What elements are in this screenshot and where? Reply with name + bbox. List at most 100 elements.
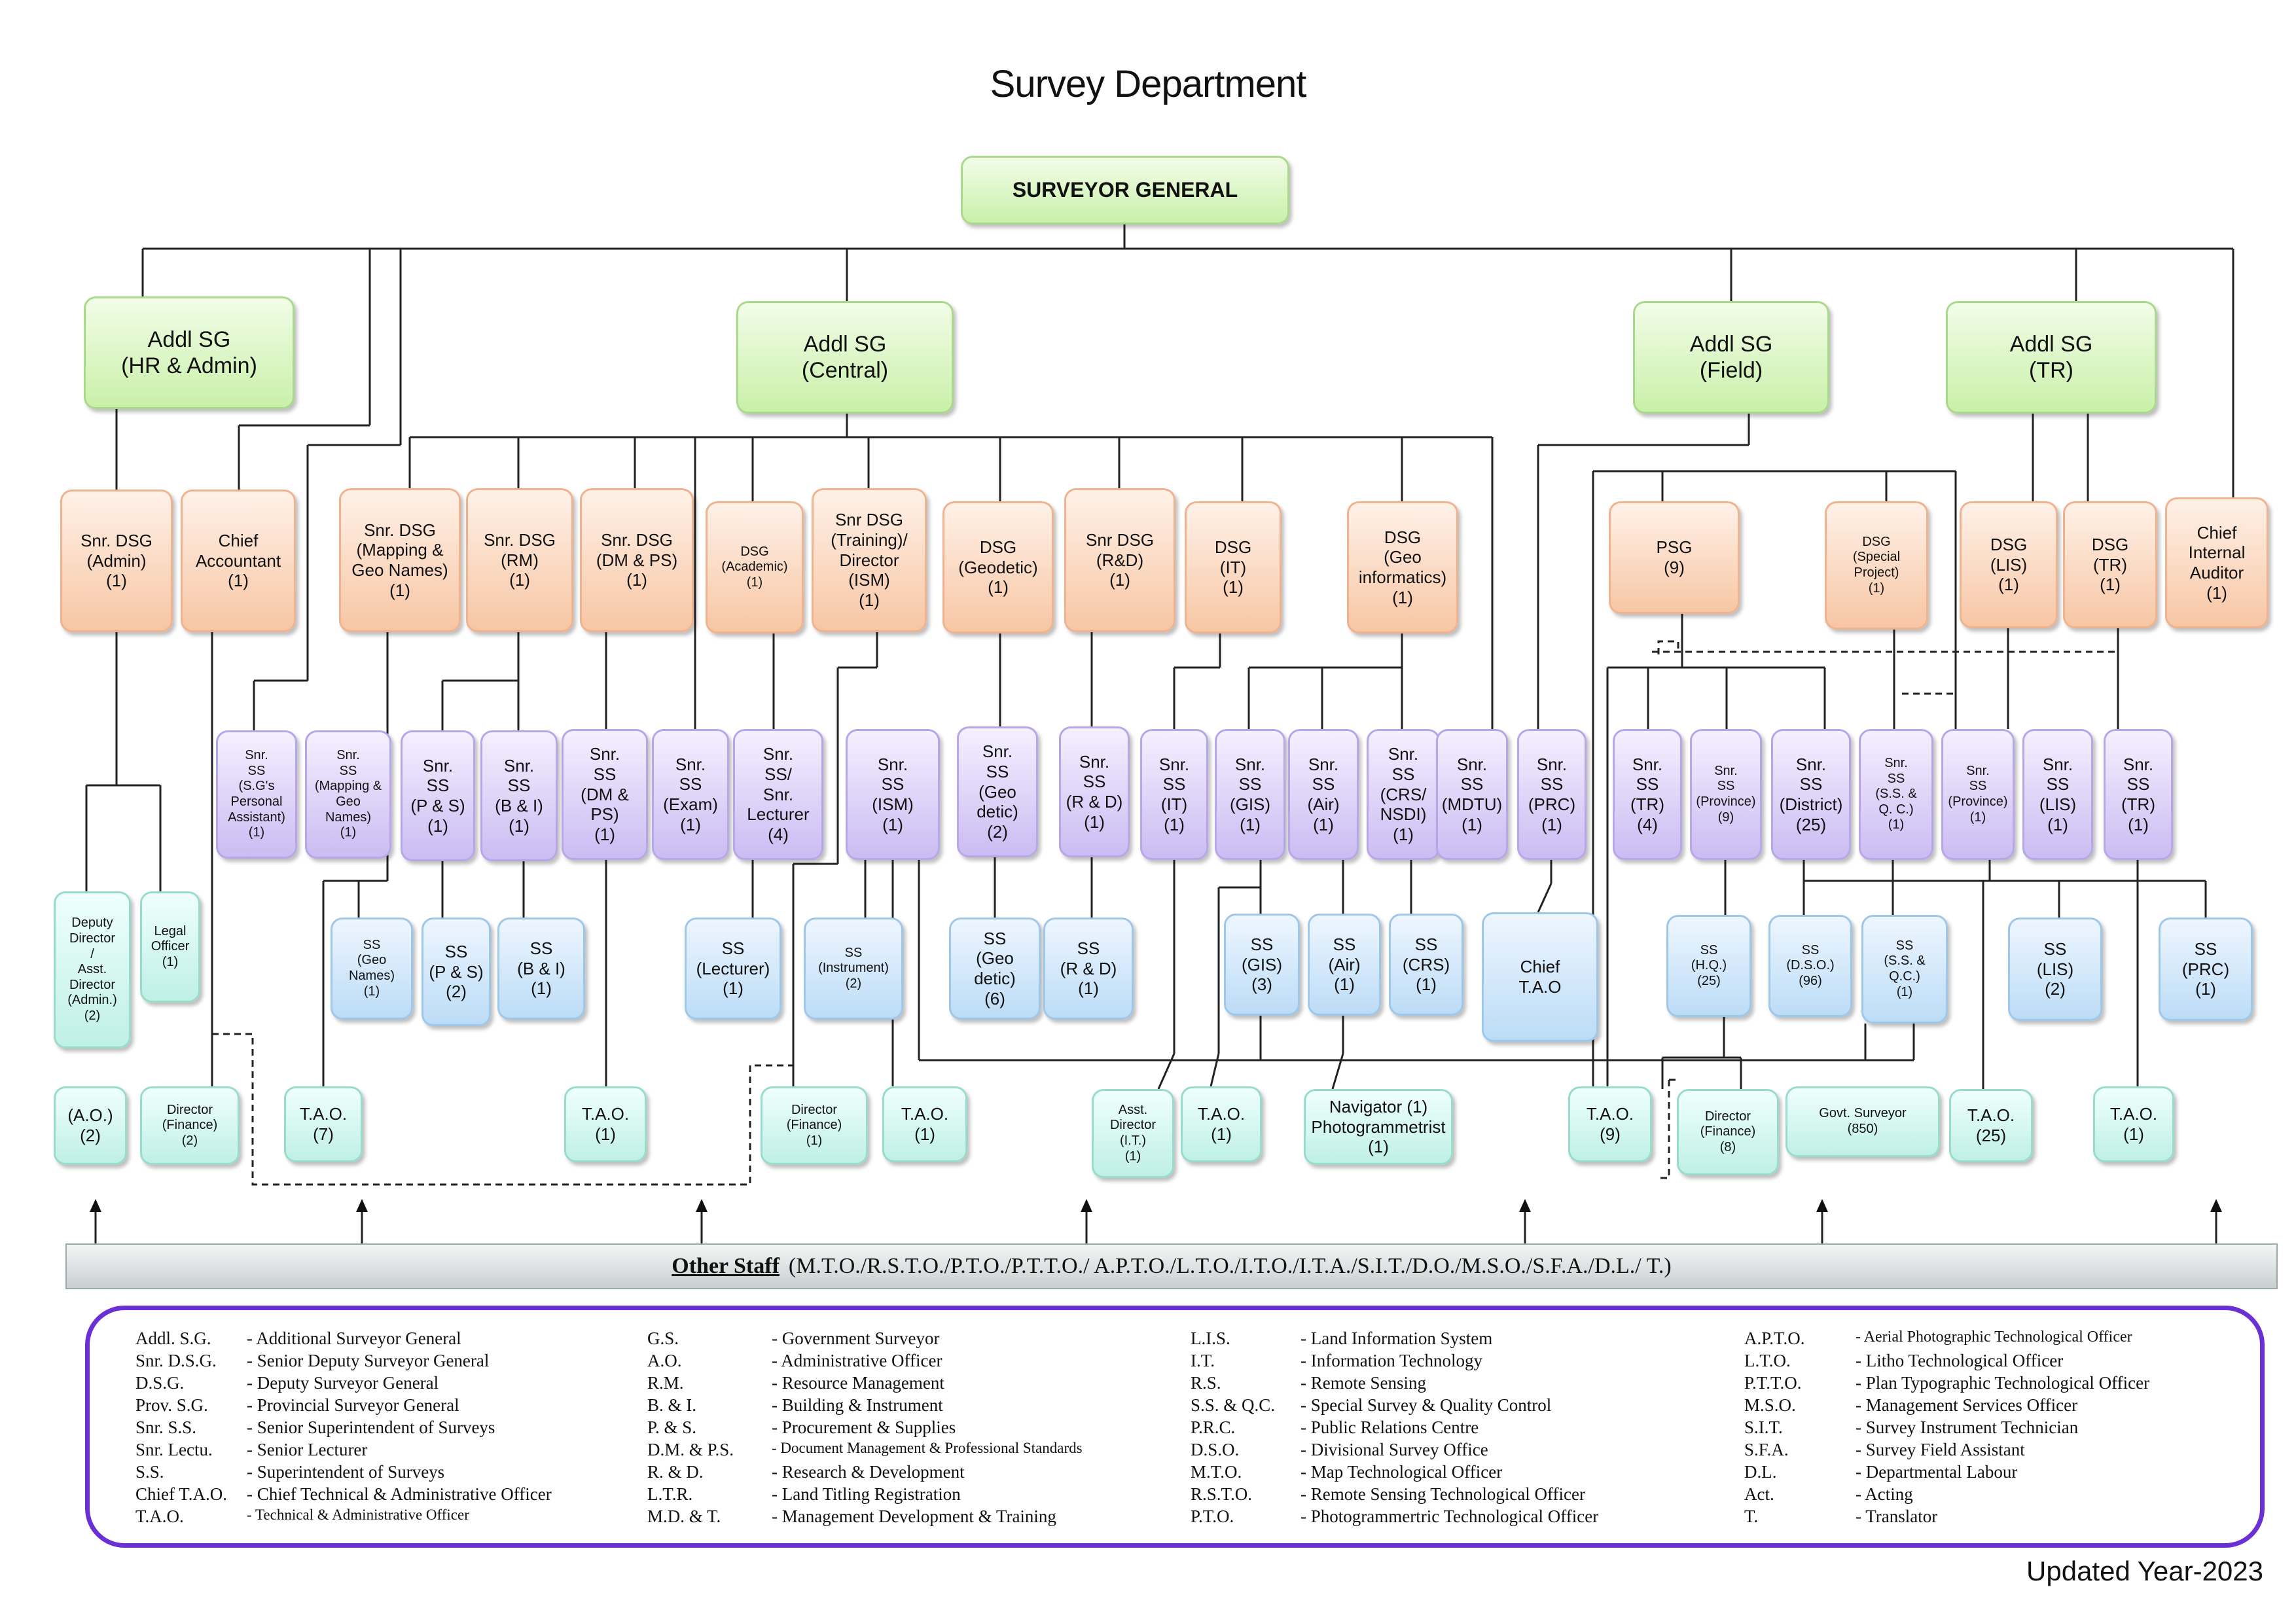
org-node-line: (1) bbox=[1240, 814, 1261, 834]
org-node-text: SS(CRS)(1) bbox=[1403, 935, 1450, 995]
org-node-snrss-tr4: Snr.SS(TR)(4) bbox=[1613, 729, 1682, 860]
legend-abbreviation: S.S. & Q.C. bbox=[1191, 1395, 1276, 1415]
legend-row: L.I.S.- Land Information System bbox=[1191, 1329, 1598, 1351]
org-node-ao: (A.O.)(2) bbox=[54, 1086, 127, 1165]
org-node-text: Snr.SS(P & S)(1) bbox=[410, 756, 465, 836]
org-node-line: T.A.O. bbox=[1967, 1105, 2015, 1126]
org-node-line: SS bbox=[721, 938, 745, 958]
org-node-ss-rd: SS(R & D)(1) bbox=[1043, 918, 1134, 1020]
org-node-line: (LIS) bbox=[2036, 959, 2074, 979]
org-node-line: (Finance) bbox=[786, 1118, 842, 1133]
legend-definition: - Litho Technological Officer bbox=[1856, 1351, 2064, 1370]
legend-abbreviation: I.T. bbox=[1191, 1351, 1215, 1370]
org-node-dir-fin8: Director(Finance)(8) bbox=[1677, 1089, 1779, 1175]
up-arrow-icon bbox=[90, 1199, 101, 1212]
org-node-line: T.A.O bbox=[1518, 977, 1562, 997]
org-node-line: (1) bbox=[427, 815, 448, 836]
org-node-line: (1) bbox=[2047, 814, 2068, 834]
legend-row: D.S.G.- Deputy Surveyor General bbox=[135, 1373, 552, 1395]
org-node-line: Snr. bbox=[503, 755, 535, 776]
org-node-line: (1) bbox=[1868, 580, 1885, 596]
org-node-line: (Field) bbox=[1699, 358, 1763, 383]
legend-abbreviation: D.S.G. bbox=[135, 1373, 185, 1393]
org-node-line: (2) bbox=[80, 1126, 101, 1145]
legend-row: S.F.A.- Survey Field Assistant bbox=[1744, 1440, 2149, 1462]
legend-abbreviation: M.T.O. bbox=[1191, 1462, 1242, 1482]
org-node-line: (1) bbox=[626, 570, 647, 590]
legend-definition: - Senior Superintendent of Surveys bbox=[247, 1418, 495, 1437]
org-node-ss-air: SS(Air)(1) bbox=[1308, 914, 1381, 1016]
org-node-text: Snr.SS(R & D)(1) bbox=[1066, 752, 1123, 832]
org-node-addl-hr: Addl SG(HR & Admin) bbox=[84, 296, 295, 409]
org-node-line: (R&D) bbox=[1096, 550, 1144, 570]
org-node-line: SS bbox=[1540, 774, 1564, 794]
org-node-line: Snr. bbox=[1966, 763, 1990, 778]
org-node-line: (1) bbox=[1334, 974, 1355, 995]
org-node-snrdsg-admin: Snr. DSG(Admin)(1) bbox=[60, 490, 173, 632]
org-node-text: Snr.SS(MDTU)(1) bbox=[1442, 755, 1502, 835]
org-node-line: (IT) bbox=[1219, 557, 1247, 577]
legend-definition: - Photogrammertric Technological Officer bbox=[1300, 1507, 1599, 1526]
legend-abbreviation: D.S.O. bbox=[1191, 1440, 1240, 1459]
org-node-text: Director(Finance)(1) bbox=[787, 1103, 842, 1149]
org-node-line: (1) bbox=[363, 984, 380, 999]
org-node-line: (TR) bbox=[1630, 794, 1664, 814]
org-node-line: Asst. bbox=[1118, 1102, 1148, 1117]
legend-row: P.T.T.O.- Plan Typographic Technological… bbox=[1744, 1373, 2149, 1395]
org-node-line: SS bbox=[2046, 774, 2070, 794]
legend-abbreviation: L.T.R. bbox=[647, 1484, 693, 1504]
org-node-snrdsg-dmps: Snr. DSG(DM & PS)(1) bbox=[580, 488, 694, 632]
legend-abbreviation: M.D. & T. bbox=[647, 1507, 721, 1526]
org-node-text: Snr. DSG(RM)(1) bbox=[484, 530, 556, 590]
org-node-line: (1) bbox=[1313, 814, 1334, 834]
org-node-line: Chief bbox=[218, 530, 259, 550]
org-node-asst-dir-it: Asst.Director(I.T.)(1) bbox=[1092, 1089, 1174, 1178]
org-node-snrss-rd: Snr.SS(R & D)(1) bbox=[1059, 726, 1130, 857]
org-node-ss-crs: SS(CRS)(1) bbox=[1389, 914, 1463, 1016]
org-node-line: SS bbox=[2043, 938, 2067, 959]
org-node-text: Addl SG(HR & Admin) bbox=[121, 327, 257, 379]
org-node-text: SS(D.S.O.)(96) bbox=[1786, 943, 1834, 990]
org-node-line: Q.C.) bbox=[1889, 969, 1920, 984]
org-node-snrss-ism: Snr.SS(ISM)(1) bbox=[846, 729, 940, 860]
connector-line bbox=[212, 1033, 793, 1186]
org-node-text: Director(Finance)(8) bbox=[1700, 1109, 1755, 1156]
org-node-line: Addl SG bbox=[803, 331, 887, 357]
org-node-line: (1) bbox=[1368, 1137, 1389, 1157]
legend-row: B. & I.- Building & Instrument bbox=[647, 1395, 1083, 1418]
org-node-addl-central: Addl SG(Central) bbox=[736, 301, 954, 414]
org-node-line: SS bbox=[1636, 774, 1659, 794]
legend-abbreviation: Prov. S.G. bbox=[135, 1395, 208, 1415]
org-node-line: DSG bbox=[1990, 534, 2028, 554]
org-node-line: detic) bbox=[974, 969, 1016, 988]
org-node-snrss-prc: Snr.SS(PRC)(1) bbox=[1517, 729, 1587, 860]
legend-abbreviation: S.S. bbox=[135, 1462, 164, 1482]
org-node-dsg-academic: DSG(Academic)(1) bbox=[706, 501, 804, 633]
connector-line bbox=[1657, 640, 1679, 654]
org-node-line: Snr. bbox=[245, 748, 268, 763]
org-node-text: Govt. Surveyor(850) bbox=[1819, 1106, 1906, 1137]
org-node-text: T.A.O.(1) bbox=[2110, 1104, 2157, 1144]
legend-abbreviation: P.R.C. bbox=[1191, 1418, 1236, 1437]
org-node-line: Director bbox=[69, 977, 115, 992]
org-node-text: Snr.SS(PRC)(1) bbox=[1528, 755, 1575, 835]
org-node-line: (S.G's bbox=[238, 779, 275, 794]
legend-row: A.O.- Administrative Officer bbox=[647, 1351, 1083, 1373]
org-node-text: Snr.SS(Exam)(1) bbox=[663, 755, 718, 835]
org-node-text: Snr.SS(Air)(1) bbox=[1307, 755, 1339, 835]
legend-row: M.S.O.- Management Services Officer bbox=[1744, 1395, 2149, 1418]
org-node-snrdsg-rd: Snr DSG(R&D)(1) bbox=[1064, 488, 1175, 632]
legend-row: T.A.O.- Technical & Administrative Offic… bbox=[135, 1507, 552, 1529]
legend-definition: - Management Development & Training bbox=[772, 1507, 1056, 1526]
org-node-tao9: T.A.O.(9) bbox=[1568, 1086, 1652, 1162]
legend-row: R. & D.- Research & Development bbox=[647, 1462, 1083, 1484]
org-node-ss-instr: SS(Instrument)(2) bbox=[804, 918, 903, 1020]
legend-abbreviation: M.S.O. bbox=[1744, 1395, 1796, 1415]
